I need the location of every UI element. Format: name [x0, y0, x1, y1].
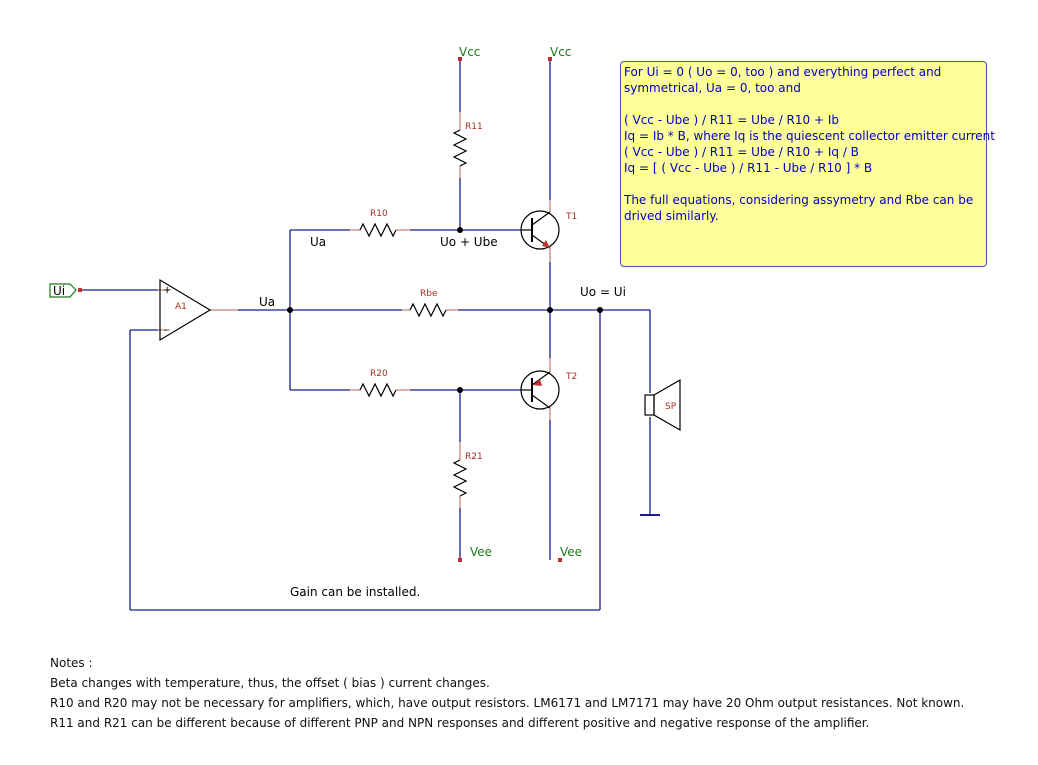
- speaker-label: SP: [665, 402, 677, 412]
- equation-note-box: For Ui = 0 ( Uo = 0, too ) and everythin…: [620, 61, 995, 267]
- supply-terminals: Vcc Vcc Vee Vee: [458, 45, 582, 562]
- note-box-line: [624, 176, 986, 192]
- feedback-label: Gain can be installed.: [290, 585, 420, 599]
- opamp-a1: + - A1: [158, 278, 238, 342]
- resistor-r10: R10: [350, 209, 410, 238]
- t1-label: T1: [565, 212, 577, 222]
- node-ua-top: Ua: [310, 235, 326, 249]
- t2-label: T2: [565, 372, 577, 382]
- note-box-line: For Ui = 0 ( Uo = 0, too ) and everythin…: [624, 65, 942, 79]
- note-line: Beta changes with temperature, thus, the…: [50, 676, 490, 690]
- note-box-line: The full equations, considering assymetr…: [624, 193, 974, 207]
- r10-label: R10: [370, 209, 388, 219]
- vee-label-t2: Vee: [560, 545, 582, 559]
- junction-r21-base: [457, 387, 463, 393]
- vee-label-r21: Vee: [470, 545, 492, 559]
- resistor-rbe: Rbe: [402, 289, 458, 318]
- opamp-ref-label: A1: [175, 302, 187, 312]
- rbe-label: Rbe: [420, 289, 438, 299]
- note-box-line: drived similarly.: [624, 209, 719, 223]
- note-box-line: Iq = Ib * B, where Iq is the quiescent c…: [624, 129, 995, 143]
- junction-emitters: [547, 307, 553, 313]
- junction-feedback: [597, 307, 603, 313]
- node-ua-left: Ua: [259, 295, 275, 309]
- transistor-t2: T2: [520, 358, 577, 420]
- wires: [80, 60, 660, 611]
- resistor-r11: R11: [452, 112, 483, 178]
- junction-r11-base: [457, 227, 463, 233]
- junction-ua: [287, 307, 293, 313]
- note-box-line: symmetrical, Ua = 0, too and: [624, 81, 801, 95]
- opamp-minus-label: -: [164, 325, 168, 336]
- r11-label: R11: [465, 122, 483, 132]
- vcc-label-r11: Vcc: [459, 45, 480, 59]
- node-labels: Ua Ua Uo + Ube Uo = Ui Gain can be insta…: [259, 235, 626, 599]
- opamp-plus-label: +: [163, 285, 171, 296]
- r20-label: R20: [370, 369, 388, 379]
- input-port: Ui: [49, 283, 82, 298]
- speaker-sp: SP: [644, 378, 681, 432]
- vcc-label-t1: Vcc: [550, 45, 571, 59]
- transistor-t1: T1: [520, 200, 577, 262]
- note-line: R11 and R21 can be different because of …: [50, 716, 870, 730]
- resistor-r20: R20: [350, 369, 410, 398]
- r21-label: R21: [465, 452, 483, 462]
- node-uo-ube: Uo + Ube: [440, 235, 498, 249]
- resistor-r21: R21: [452, 442, 483, 508]
- junctions: [287, 227, 603, 393]
- node-uo-ui: Uo = Ui: [580, 285, 626, 299]
- note-box-line: ( Vcc - Ube ) / R11 = Ube / R10 + Iq / B: [624, 145, 859, 159]
- note-box-line: ( Vcc - Ube ) / R11 = Ube / R10 + Ib: [624, 113, 840, 127]
- notes-heading: Notes :: [50, 656, 93, 670]
- note-box-line: [624, 96, 986, 112]
- note-line: R10 and R20 may not be necessary for amp…: [50, 696, 965, 710]
- input-port-label: Ui: [53, 284, 65, 298]
- note-box-line: Iq = [ ( Vcc - Ube ) / R11 - Ube / R10 ]…: [624, 161, 873, 175]
